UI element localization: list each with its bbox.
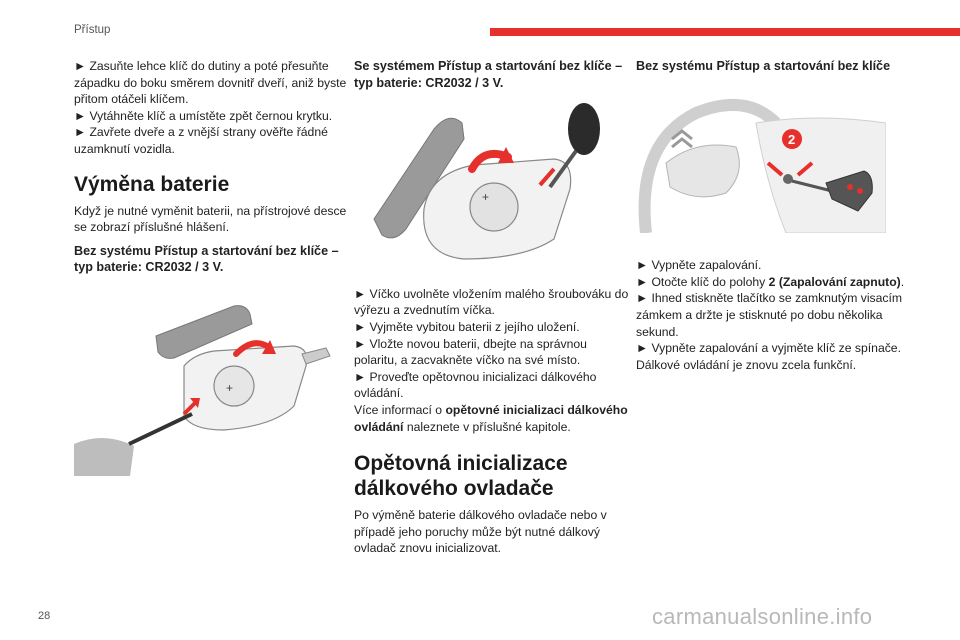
instruction-step: ► Proveďte opětovnou inicializaci dálkov…	[354, 369, 597, 401]
watermark: carmanualsonline.info	[652, 604, 873, 629]
subheading-without-keyless: Bez systému Přístup a startování bez klí…	[74, 243, 339, 275]
page-header-title: Přístup	[74, 24, 111, 36]
instruction-step: ► Zavřete dveře a z vnější strany ověřte…	[74, 125, 328, 156]
section-heading-reinit: Opětovná inicializace dálkového ovladače	[354, 452, 568, 501]
result-text: Dálkové ovládání je znovu zcela funkční.	[636, 357, 857, 372]
instruction-step: ► Víčko uvolněte vložením malého šroubov…	[354, 286, 629, 318]
svg-text:+: +	[482, 190, 489, 204]
instruction-step: ► Vypněte zapalování.	[636, 258, 762, 273]
instruction-step: ► Vyjměte vybitou baterii z jejího ulože…	[354, 319, 580, 334]
header-accent-bar	[490, 28, 960, 36]
instruction-step: ► Vytáhněte klíč a umístěte zpět černou …	[74, 108, 333, 123]
instruction-step: ► Vypněte zapalování a vyjměte klíč ze s…	[636, 341, 901, 356]
instruction-step: ► Otočte klíč do polohy 2 (Zapalování za…	[636, 274, 905, 289]
subheading-without-keyless-ignition: Bez systému Přístup a startování bez klí…	[636, 59, 891, 73]
instruction-step: ► Zasuňte lehce klíč do dutiny a poté př…	[74, 59, 347, 107]
subheading-with-keyless: Se systémem Přístup a startování bez klí…	[354, 59, 623, 90]
key-battery-illustration: +	[74, 295, 334, 476]
reinit-paragraph: Po výměně baterie dálkového ovladače neb…	[354, 508, 607, 556]
figure-callout-number: 2	[788, 132, 795, 147]
keyless-battery-illustration: +	[354, 99, 614, 270]
ignition-illustration: 2	[636, 82, 887, 234]
reference-link-text: opětovné inicializaci dálkového ovládání	[354, 402, 628, 434]
more-info-paragraph: Více informací o opětovné inicializaci d…	[354, 402, 628, 434]
battery-paragraph: Když je nutné vyměnit baterii, na přístr…	[74, 203, 347, 235]
section-heading-battery: Výměna baterie	[74, 172, 230, 196]
svg-text:+: +	[226, 381, 233, 395]
column-1: ► Zasuňte lehce klíč do dutiny a poté př…	[74, 58, 354, 481]
column-3: Bez systému Přístup a startování bez klí…	[636, 58, 906, 373]
page-number: 28	[38, 610, 51, 622]
instruction-step: ► Vložte novou baterii, dbejte na správn…	[354, 336, 587, 368]
instruction-step: ► Ihned stiskněte tlačítko se zamknutým …	[636, 291, 903, 339]
column-2: Se systémem Přístup a startování bez klí…	[354, 58, 629, 557]
